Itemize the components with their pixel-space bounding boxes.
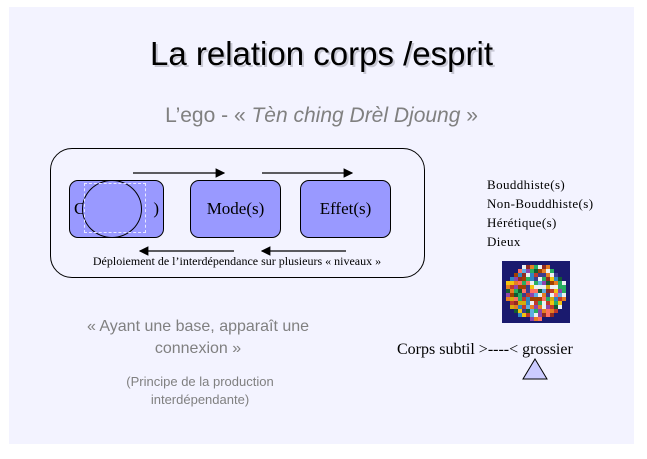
being-item: Non-Bouddhiste(s)	[487, 196, 594, 211]
principle-line-1: (Principe de la production	[126, 374, 274, 389]
principle-line-2: interdépendante)	[150, 392, 250, 407]
slide-title: La relation corps /esprit	[149, 35, 493, 72]
body-scale-label: Corps subtil >----< grossier	[397, 341, 573, 358]
subtitle-suffix: »	[460, 104, 478, 127]
subtitle-italic: Tèn ching Drèl Djoung	[251, 104, 461, 127]
subtitle-prefix: L’ego - «	[165, 104, 252, 127]
quote-text: « Ayant une base, apparaît une connexion…	[48, 316, 348, 360]
mode-label: Mode(s)	[206, 199, 265, 218]
being-item: Dieux	[487, 234, 521, 249]
ellipse-shape[interactable]	[82, 180, 142, 238]
principle-text: (Principe de la production interdépendan…	[95, 373, 305, 409]
diagram-caption: Déploiement de l’interdépendance sur plu…	[92, 254, 382, 268]
cause-label-right: )	[153, 199, 159, 218]
mosaic-image	[502, 261, 570, 323]
quote-line-2: connexion »	[154, 340, 242, 357]
selection-handle	[84, 183, 146, 233]
being-item: Hérétique(s)	[487, 215, 557, 230]
beings-list: Bouddhiste(s) Non-Bouddhiste(s) Hérétiqu…	[487, 175, 593, 251]
effect-label: Effet(s)	[319, 199, 372, 218]
triangle-icon	[522, 358, 548, 380]
slide-subtitle: L’ego - « Tèn ching Drèl Djoung »	[9, 104, 634, 128]
being-item: Bouddhiste(s)	[487, 177, 566, 192]
effect-node[interactable]: Effet(s)	[300, 180, 391, 238]
quote-line-1: « Ayant une base, apparaît une	[86, 318, 310, 335]
mode-node[interactable]: Mode(s)	[190, 180, 281, 238]
cause-label-left: C	[74, 199, 86, 218]
